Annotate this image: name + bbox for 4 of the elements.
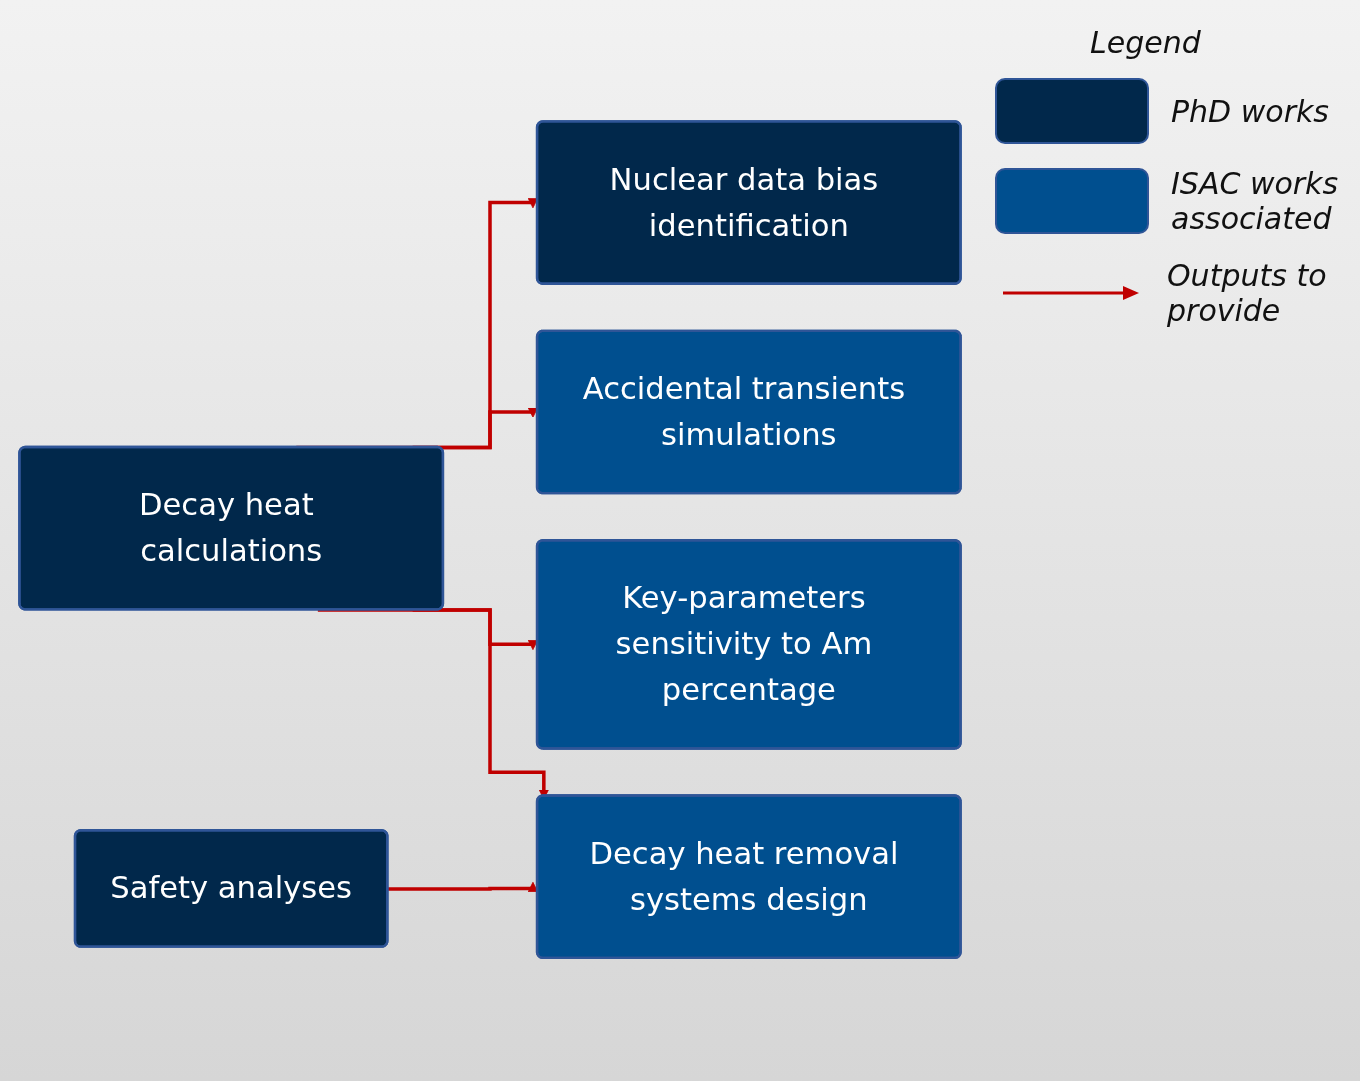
legend-title: Legend (1090, 25, 1202, 60)
legend-text: PhD works (1171, 93, 1329, 129)
legend-text: ISAC works associated (1171, 166, 1340, 236)
legend-text: Outputs to provide (1167, 258, 1328, 328)
